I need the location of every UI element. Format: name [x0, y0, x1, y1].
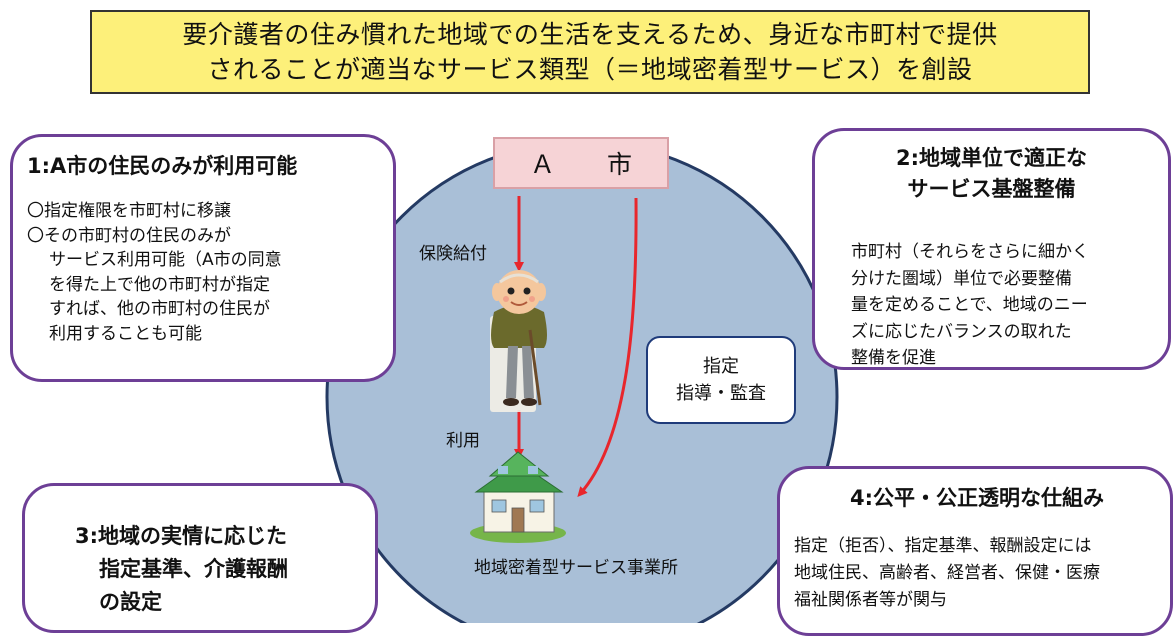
point-2-title-line-2: サービス基盤整備 [907, 177, 1076, 201]
point-3-title-line-3: の設定 [99, 590, 162, 614]
facility-label: 地域密着型サービス事業所 [474, 558, 678, 578]
point-2-line: 量を定めることで、地域のニー [851, 295, 1088, 315]
point-3-title-line-1: 3:地域の実情に応じた [75, 524, 288, 548]
point-4-line: 指定（拒否）、指定基準、報酬設定には [794, 536, 1092, 556]
house-icon [470, 451, 566, 543]
point-2-box: 2:地域単位で適正な サービス基盤整備 市町村（それらをさらに細かく 分けた圏域… [812, 128, 1171, 370]
designation-line-1: 指定 [703, 356, 739, 377]
point-1-box: 1:A市の住民のみが利用可能 〇指定権限を市町村に移譲 〇その市町村の住民のみが… [10, 134, 396, 382]
city-label-box: Ａ 市 [493, 137, 669, 189]
point-2-line: 整備を促進 [851, 348, 936, 368]
point-1-line: を得た上で他の市町村が指定 [49, 274, 270, 295]
point-4-line: 福祉関係者等が関与 [794, 590, 947, 610]
point-2-line: 市町村（それらをさらに細かく [851, 242, 1089, 262]
point-3-title-line-2: 指定基準、介護報酬 [99, 557, 288, 581]
point-4-line: 地域住民、高齢者、経営者、保健・医療 [794, 563, 1100, 583]
title-banner: 要介護者の住み慣れた地域での生活を支えるため、身近な市町村で提供 されることが適… [90, 10, 1090, 94]
designation-arrow [577, 197, 638, 497]
point-1-line: すれば、他の市町村の住民が [49, 299, 270, 319]
point-4-title: 4:公平・公正透明な仕組み [849, 486, 1104, 510]
point-1-line: 利用することも可能 [49, 323, 202, 344]
point-1-line: 〇指定権限を市町村に移譲 [27, 201, 231, 221]
point-4-box: 4:公平・公正透明な仕組み 指定（拒否）、指定基準、報酬設定には 地域住民、高齢… [777, 466, 1173, 636]
diagram-canvas [325, 140, 839, 623]
designation-line-2: 指導・監査 [676, 383, 766, 404]
point-3-title: 3:地域の実情に応じた 指定基準、介護報酬 の設定 [75, 520, 365, 619]
elderly-person-icon [490, 270, 547, 412]
point-3-box: 3:地域の実情に応じた 指定基準、介護報酬 の設定 [22, 483, 378, 633]
banner-line-2: されることが適当なサービス類型（＝地域密着型サービス）を創設 [207, 55, 973, 84]
point-2-line: 分けた圏域）単位で必要整備 [851, 268, 1072, 289]
use-label: 利用 [446, 431, 480, 451]
point-2-line: ズに応じたバランスの取れた [851, 321, 1072, 342]
point-2-title-line-1: 2:地域単位で適正な [895, 146, 1087, 170]
designation-box: 指定 指導・監査 [646, 336, 796, 424]
point-1-title: 1:A市の住民のみが利用可能 [27, 154, 298, 178]
insurance-benefit-label: 保険給付 [419, 244, 487, 264]
point-2-title: 2:地域単位で適正な サービス基盤整備 [825, 143, 1158, 205]
point-1-line: 〇その市町村の住民のみが [27, 225, 231, 246]
point-1-line: サービス利用可能（A市の同意 [49, 250, 282, 270]
banner-line-1: 要介護者の住み慣れた地域での生活を支えるため、身近な市町村で提供 [182, 20, 998, 49]
